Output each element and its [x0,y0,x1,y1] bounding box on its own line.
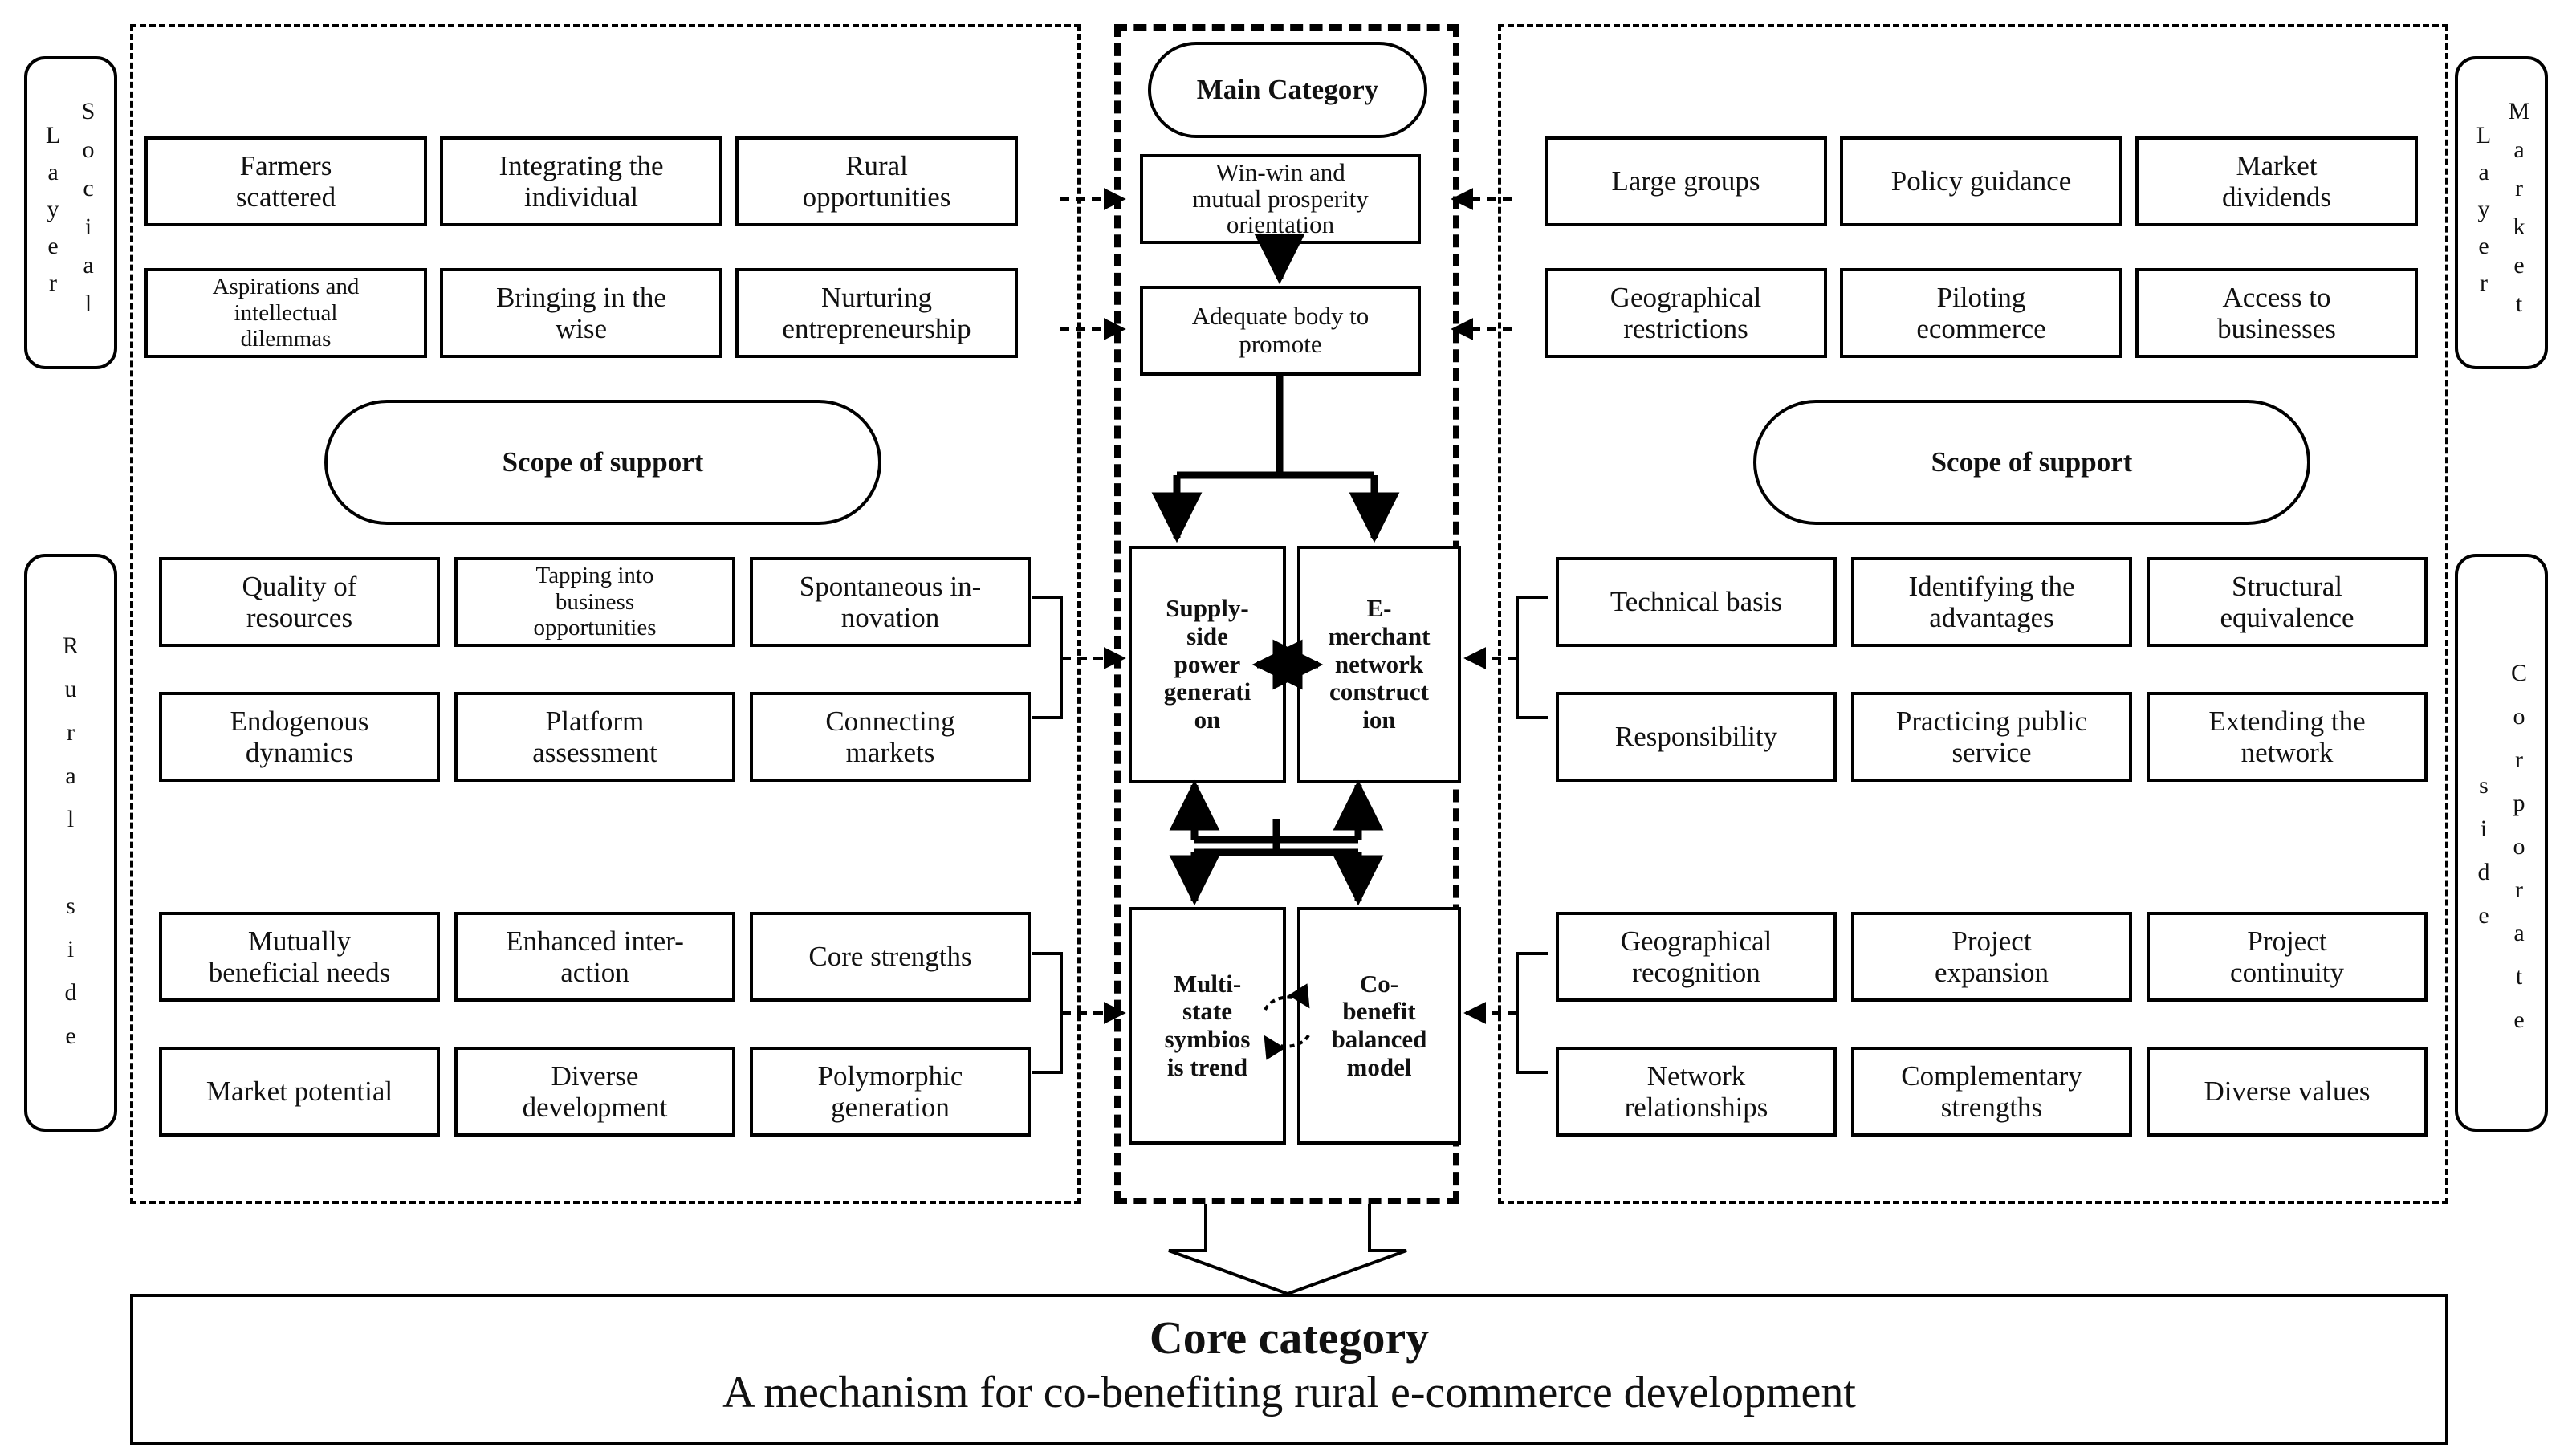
corporate-side-box: Project expansion [1851,912,2132,1002]
rural-side-box: Diverse development [454,1047,735,1137]
market-layer-box: Market dividends [2135,136,2418,226]
corporate-side-box: Practicing public service [1851,692,2132,782]
core-category-subtitle: A mechanism for co-benefiting rural e-co… [722,1367,1856,1417]
rural-side-box: Polymorphic generation [750,1047,1031,1137]
market-layer-box: Geographical restrictions [1545,268,1827,358]
rural-side-box: Market potential [159,1047,440,1137]
rural-side-box: Tapping into business opportunities [454,557,735,647]
rural-side-box: Enhanced inter- action [454,912,735,1002]
social-layer-box: Rural opportunities [735,136,1018,226]
rural-side-box: Endogenous dynamics [159,692,440,782]
rural-side-box: Mutually beneficial needs [159,912,440,1002]
supply-side-power: Supply- side power generati on [1129,546,1286,783]
multi-state-symbiosis: Multi- state symbios is trend [1129,907,1286,1145]
rural-side-box: Spontaneous in- novation [750,557,1031,647]
rural-side-box: Core strengths [750,912,1031,1002]
right-region-frame [1498,24,2448,1204]
corporate-side-box: Project continuity [2147,912,2428,1002]
e-merchant-network: E- merchant network construct ion [1297,546,1461,783]
corporate-side-box: Complementary strengths [1851,1047,2132,1137]
social-layer-box: Integrating the individual [440,136,722,226]
market-layer-box: Piloting ecommerce [1840,268,2122,358]
left-region-frame [130,24,1081,1204]
corporate-side-box: Diverse values [2147,1047,2428,1137]
rural-side-box: Quality of resources [159,557,440,647]
corporate-side-box: Responsibility [1556,692,1837,782]
adequate-body: Adequate body to promote [1140,286,1421,376]
social-layer-box: Bringing in the wise [440,268,722,358]
core-category-box: Core category A mechanism for co-benefit… [130,1294,2448,1445]
main-category: Main Category [1148,42,1427,138]
corporate-side-box: Identifying the advantages [1851,557,2132,647]
social-layer-box: Aspirations and intellectual dilemmas [144,268,427,358]
market-layer-box: Large groups [1545,136,1827,226]
corporate-side-box: Network relationships [1556,1047,1837,1137]
rural-side-box: Platform assessment [454,692,735,782]
social-layer-box: Farmers scattered [144,136,427,226]
market-layer-box: Access to businesses [2135,268,2418,358]
corporate-side-box: Extending the network [2147,692,2428,782]
market-layer-box: Policy guidance [1840,136,2122,226]
left-scope-of-support: Scope of support [324,400,881,525]
win-win-orientation: Win-win and mutual prosperity orientatio… [1140,154,1421,244]
co-benefit-model: Co- benefit balanced model [1297,907,1461,1145]
corporate-side-box: Structural equivalence [2147,557,2428,647]
corporate-side-box: Geographical recognition [1556,912,1837,1002]
social-layer-box: Nurturing entrepreneurship [735,268,1018,358]
rural-side-box: Connecting markets [750,692,1031,782]
core-category-title: Core category [1149,1312,1430,1364]
corporate-side-box: Technical basis [1556,557,1837,647]
right-scope-of-support: Scope of support [1753,400,2310,525]
